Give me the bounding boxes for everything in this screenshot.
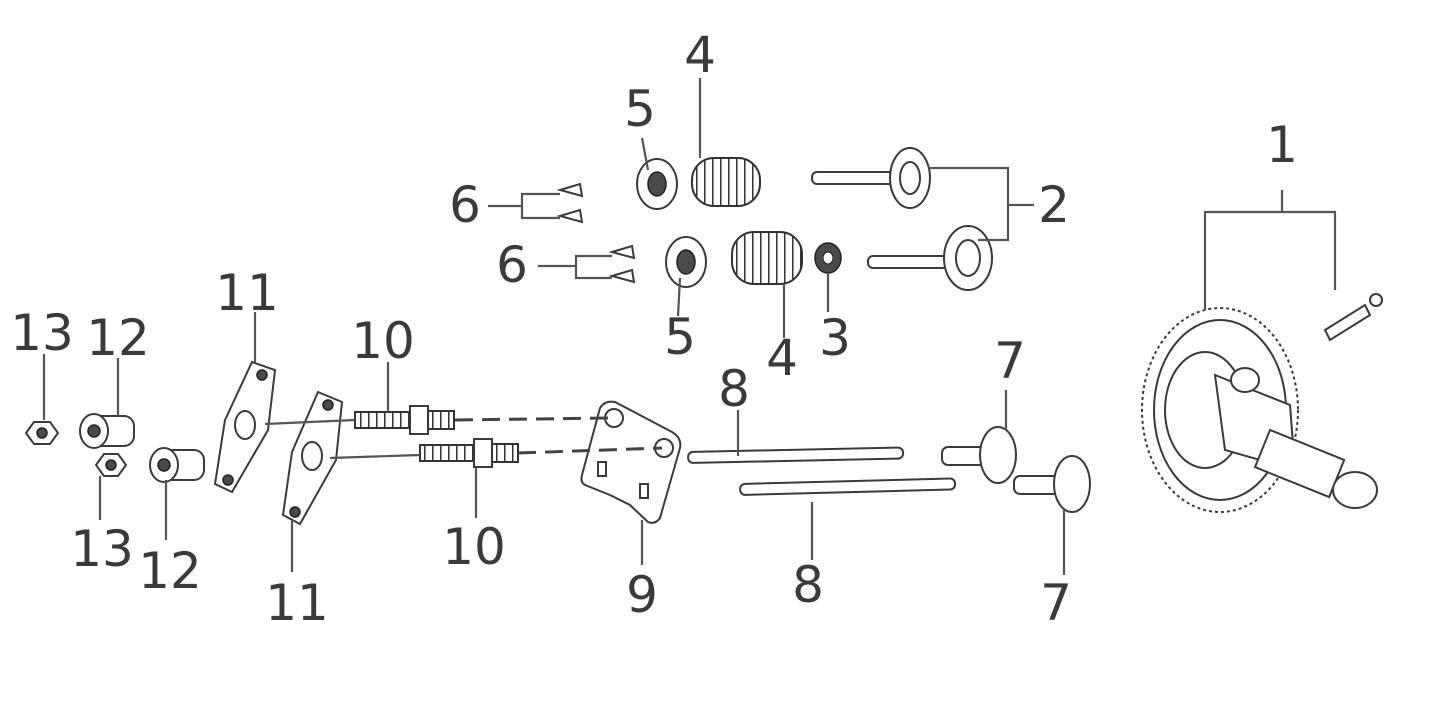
leader-5a [640, 137, 650, 171]
callout-7-upper: 7 [994, 332, 1026, 390]
retainer-upper-center [647, 171, 667, 197]
leader-1 [1203, 210, 1337, 310]
valve-springs [691, 157, 803, 285]
callout-13-lower: 13 [70, 520, 134, 578]
camshaft-gear-assembly [1141, 293, 1383, 513]
alignment-lines [264, 416, 663, 460]
rocker-arm-right-pivot [301, 441, 323, 471]
tappet-foot-upper [979, 426, 1017, 484]
rocker-arms [213, 360, 344, 526]
callout-11-upper: 11 [215, 264, 279, 322]
callout-4-upper: 4 [684, 26, 716, 84]
callout-5-upper: 5 [624, 80, 656, 138]
rocker-stud-lower-hex [473, 438, 493, 468]
callout-6-upper: 6 [449, 176, 481, 234]
lock-nut-lower-bore [105, 459, 117, 471]
rocker-arm-right-hole-top [322, 399, 334, 411]
pivot-nut-lower-bore [157, 458, 171, 472]
cotter-4 [608, 268, 636, 284]
leader-6b-branch [574, 266, 612, 280]
alignment-line-lower [517, 446, 663, 455]
cotter-1 [556, 182, 584, 198]
alignment-line-rocker-lower [329, 453, 421, 460]
callout-4-lower: 4 [766, 329, 798, 387]
push-rod-guide-plate [580, 400, 682, 524]
leader-5b [676, 277, 682, 317]
callout-10-upper: 10 [351, 312, 415, 370]
valves [811, 147, 993, 291]
rocker-studs [354, 405, 519, 468]
valve-spring-lower [731, 231, 803, 285]
leader-6a-branch [520, 206, 560, 220]
lock-nuts [24, 421, 128, 477]
callout-labels: 1 2 3 4 4 5 5 6 6 7 7 8 8 9 10 10 11 11 … [10, 26, 1298, 632]
rocker-arm-left-hole-bottom [222, 474, 234, 486]
rocker-arm-right-hole-bottom [289, 506, 301, 518]
cam-weight-pin [1230, 367, 1260, 393]
cotter-2 [556, 208, 584, 224]
pivot-nuts [79, 413, 205, 483]
callout-12-lower: 12 [138, 542, 202, 600]
alignment-line-rocker-upper [264, 418, 356, 426]
leader-lines [42, 78, 1337, 575]
tappet-foot-lower [1053, 455, 1091, 513]
rocker-stud-upper-thread [354, 411, 416, 429]
governor-spring [1323, 303, 1372, 342]
valve-stem-seal [814, 242, 842, 274]
guide-plate-slot-1 [597, 461, 607, 477]
callout-3: 3 [819, 309, 851, 367]
valve-cotters [556, 182, 636, 284]
rocker-arm-left-pivot [234, 410, 256, 440]
callout-11-lower: 11 [265, 574, 329, 632]
rocker-stud-upper-end [427, 410, 455, 430]
callout-5-lower: 5 [664, 308, 696, 366]
spring-retainers [636, 158, 707, 288]
callout-1: 1 [1266, 116, 1298, 174]
pivot-nut-upper-bore [87, 424, 101, 438]
valve-head-upper-inner [899, 161, 921, 195]
valve-spring-upper [691, 157, 761, 207]
leader-6a [488, 192, 560, 208]
callout-12-upper: 12 [86, 309, 150, 367]
retainer-lower-center [676, 249, 696, 275]
tappets [941, 426, 1091, 513]
push-rod-upper [687, 446, 905, 464]
spring-hook [1369, 293, 1383, 307]
callout-10-lower: 10 [442, 518, 506, 576]
callout-6-lower: 6 [496, 236, 528, 294]
valve-head-lower-inner [955, 239, 981, 277]
callout-8-upper: 8 [718, 360, 750, 418]
rocker-stud-lower-thread [419, 444, 479, 462]
rocker-stud-upper-hex [409, 405, 429, 435]
callout-7-lower: 7 [1040, 574, 1072, 632]
cotter-3 [608, 244, 636, 260]
push-rods [687, 446, 957, 496]
callout-8-lower: 8 [792, 556, 824, 614]
alignment-line-upper [454, 416, 613, 422]
callout-2: 2 [1038, 176, 1070, 234]
leader-6b [538, 254, 612, 268]
cam-shaft-end [1332, 471, 1378, 509]
callout-9: 9 [626, 566, 658, 624]
callout-13-upper: 13 [10, 304, 74, 362]
seal-hole [822, 251, 834, 265]
push-rod-lower [739, 477, 957, 496]
lock-nut-upper-bore [36, 427, 48, 439]
guide-plate-body [580, 400, 682, 524]
guide-plate-slot-2 [639, 483, 649, 499]
rocker-arm-left-hole-top [256, 369, 268, 381]
rocker-stud-lower-end [491, 443, 519, 463]
